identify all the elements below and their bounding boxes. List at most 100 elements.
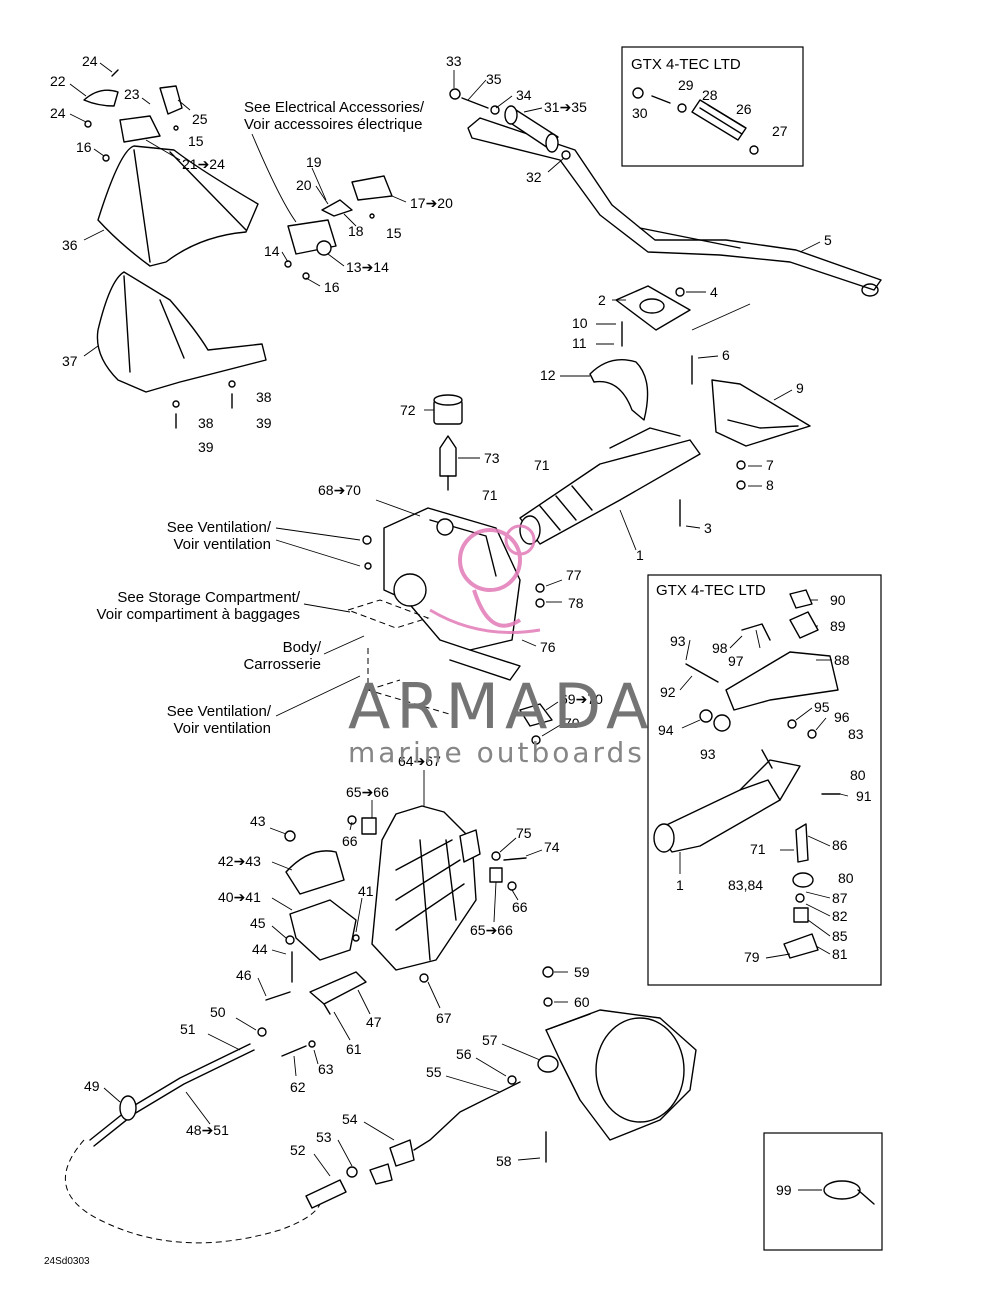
callout-66: 66: [342, 833, 358, 849]
callout-87: 87: [832, 890, 848, 906]
callout-12: 12: [540, 367, 556, 383]
callout-95: 95: [814, 699, 830, 715]
callout-4: 4: [710, 284, 718, 300]
washer-part-7: [736, 460, 746, 470]
callout-37: 37: [62, 353, 78, 369]
callout-5: 5: [824, 232, 832, 248]
callout-16: 16: [76, 139, 92, 155]
callout-28: 28: [702, 87, 718, 103]
gtx-top-box-title: GTX 4-TEC LTD: [631, 56, 741, 73]
cover-parts-21-25: [83, 69, 183, 162]
callout-65-66: 65➔66: [470, 922, 513, 938]
note-storage-line-2: Voir compartiment à baggages: [97, 606, 300, 623]
note-body-line-1: Body/: [283, 639, 322, 656]
callout-20: 20: [296, 177, 312, 193]
bolt-part-62: [281, 1045, 307, 1057]
callout-80: 80: [838, 870, 854, 886]
callout-77: 77: [566, 567, 582, 583]
callout-92: 92: [660, 684, 676, 700]
callout-31-35: 31➔35: [544, 99, 587, 115]
vent-fitting-top: [362, 535, 372, 545]
callout-7: 7: [766, 457, 774, 473]
clamp-parts-40-45: [284, 830, 360, 983]
callout-65-66: 65➔66: [346, 784, 389, 800]
washer-part-34: [490, 105, 500, 115]
callout-labels: 24 22 23 25 24 16 15 21➔24 36 19 20 17➔2…: [50, 53, 872, 1198]
callout-46: 46: [236, 967, 252, 983]
callout-34: 34: [516, 87, 532, 103]
note-electrical-line-1: See Electrical Accessories/: [244, 99, 425, 116]
callout-58: 58: [496, 1153, 512, 1169]
shield-part-12: [589, 359, 649, 421]
callout-21-24: 21➔24: [182, 156, 225, 172]
callout-91: 91: [856, 788, 872, 804]
callout-93: 93: [700, 746, 716, 762]
callout-89: 89: [830, 618, 846, 634]
callout-94: 94: [658, 722, 674, 738]
callout-90: 90: [830, 592, 846, 608]
clamp-part-99: [823, 1180, 875, 1205]
callout-93: 93: [670, 633, 686, 649]
riser-block-part-2: [615, 285, 691, 331]
heated-grip-parts-26-30: [632, 87, 759, 155]
callout-17-20: 17➔20: [410, 195, 453, 211]
leader-lines: [69, 62, 849, 1191]
nut-part-4: [675, 287, 685, 297]
storage-compartment-outline: [346, 599, 430, 629]
clamp-box: [763, 1132, 883, 1251]
washer-part-63: [308, 1040, 316, 1048]
callout-33: 33: [446, 53, 462, 69]
callout-60: 60: [574, 994, 590, 1010]
callout-97: 97: [728, 653, 744, 669]
callout-62: 62: [290, 1079, 306, 1095]
end-cap-part-33: [449, 88, 461, 100]
note-storage-line-1: See Storage Compartment/: [117, 589, 300, 606]
bumper-part-73: [439, 435, 457, 491]
callout-6: 6: [722, 347, 730, 363]
cable-end-parts-52-54: [305, 1081, 521, 1209]
ring-part-32: [561, 150, 571, 160]
vent-washer-top: [364, 562, 372, 570]
callout-75: 75: [516, 825, 532, 841]
cover-part-9: [711, 379, 811, 447]
callout-71: 71: [534, 457, 550, 473]
callout-49: 49: [84, 1078, 100, 1094]
callout-68-70: 68➔70: [318, 482, 361, 498]
callout-26: 26: [736, 101, 752, 117]
note-electrical-line-2: Voir accessoires électrique: [244, 116, 422, 133]
callout-11: 11: [572, 335, 587, 351]
callout-54: 54: [342, 1111, 358, 1127]
callout-44: 44: [252, 941, 268, 957]
callout-47: 47: [366, 1014, 382, 1030]
callout-36: 36: [62, 237, 78, 253]
callout-81: 81: [832, 946, 848, 962]
callout-80: 80: [850, 767, 866, 783]
callout-9: 9: [796, 380, 804, 396]
callout-71: 71: [750, 841, 766, 857]
callout-50: 50: [210, 1004, 226, 1020]
callout-70: 70: [564, 715, 580, 731]
callout-10: 10: [572, 315, 588, 331]
callout-2: 2: [598, 292, 606, 308]
steering-cover-parts-64-67: [347, 805, 517, 983]
callout-15: 15: [386, 225, 402, 241]
callout-39: 39: [256, 415, 272, 431]
nut-part-77: [535, 583, 545, 593]
callout-63: 63: [318, 1061, 334, 1077]
handlebar-cover-part-36: [97, 145, 259, 267]
gtx-side-box: [647, 574, 882, 986]
cross-reference-notes: See Electrical Accessories/ Voir accesso…: [97, 99, 425, 737]
callout-30: 30: [632, 105, 648, 121]
callout-3: 3: [704, 520, 712, 536]
callout-29: 29: [678, 77, 694, 93]
callout-41: 41: [358, 883, 374, 899]
callout-56: 56: [456, 1046, 472, 1062]
callout-22: 22: [50, 73, 66, 89]
callout-51: 51: [180, 1021, 196, 1037]
callout-1: 1: [676, 877, 684, 893]
callout-43: 43: [250, 813, 266, 829]
callout-53: 53: [316, 1129, 332, 1145]
steering-support-parts-68-70: [383, 507, 521, 681]
drawing-code: 24Sd0303: [44, 1256, 90, 1267]
